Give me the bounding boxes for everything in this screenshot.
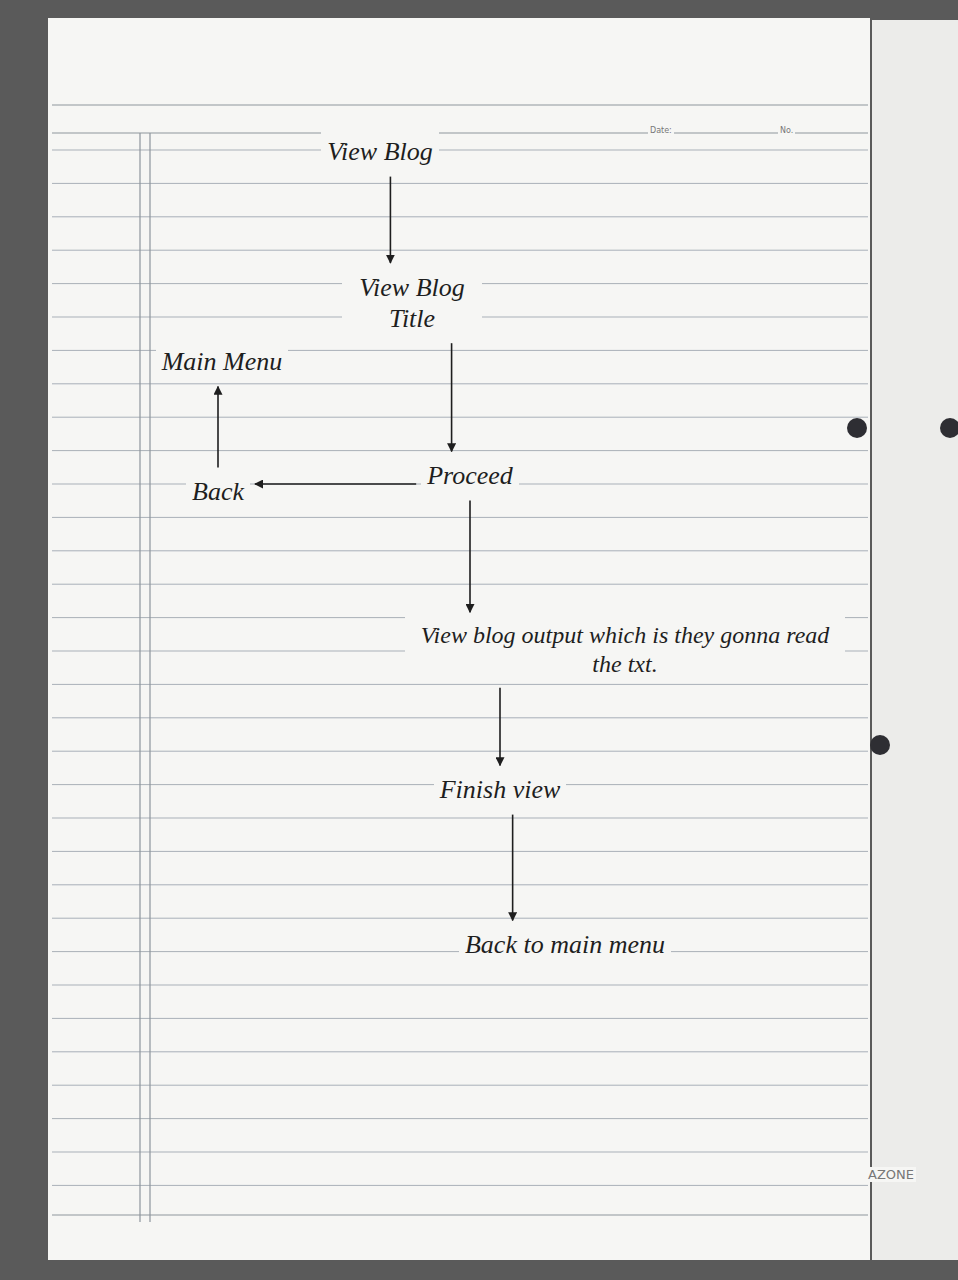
ruled-line [52,1152,868,1153]
print-label: No. [778,126,795,135]
ruled-line [52,550,868,551]
ruled-line [52,1018,868,1019]
paper-sheet [48,18,870,1260]
ruled-line [52,1085,868,1086]
flow-step: Back to main menu [459,925,671,964]
ruled-line [52,584,868,585]
ruled-line [52,884,868,885]
margin-line [52,132,868,133]
ruled-line [52,250,868,251]
step-text: Back [192,476,244,507]
flow-step: View blog output which is they gonna rea… [405,617,845,683]
print-label: Date: [648,126,674,135]
flow-arrow [469,501,471,613]
margin-line [139,133,140,1222]
ruled-line [52,417,868,418]
flow-step: Main Menu [156,342,289,381]
ruled-line [52,717,868,718]
ruled-line [52,985,868,986]
ruled-line [52,450,868,451]
ruled-line [52,751,868,752]
flow-step: View Blog Title [342,268,482,338]
step-text: View Blog Title [348,272,476,334]
margin-line [149,133,150,1222]
step-text: Back to main menu [465,929,665,960]
ruled-line [52,818,868,819]
step-text: View Blog [327,136,433,167]
ruled-line [52,1118,868,1119]
flow-arrow [390,177,392,263]
flow-arrow [255,483,416,485]
punch-hole [940,418,958,438]
ruled-line [52,851,868,852]
ruled-line [52,1051,868,1052]
ruled-line [52,517,868,518]
step-text: Finish view [440,774,561,805]
flow-step: Proceed [421,456,519,495]
flow-arrow [499,688,501,766]
flow-step: View Blog [321,132,439,171]
flow-arrow [512,815,514,921]
flow-arrow [217,387,219,468]
ruled-line [52,1185,868,1186]
ruled-line [52,918,868,919]
step-text: Proceed [427,460,513,491]
next-page [872,20,958,1260]
ruled-line [52,383,868,384]
margin-line [52,104,868,105]
flow-arrow [451,343,453,451]
flow-step: Back [186,472,250,511]
ruled-line [52,150,868,151]
step-text: Main Menu [162,346,283,377]
punch-hole [847,418,867,438]
ruled-lines [52,105,868,1222]
ruled-line [52,216,868,217]
print-label: AZONE [866,1167,916,1182]
ruled-line [52,183,868,184]
margin-line [52,1214,868,1215]
step-text: View blog output which is they gonna rea… [411,621,839,679]
flow-step: Finish view [434,770,567,809]
punch-hole [870,735,890,755]
ruled-line [52,684,868,685]
